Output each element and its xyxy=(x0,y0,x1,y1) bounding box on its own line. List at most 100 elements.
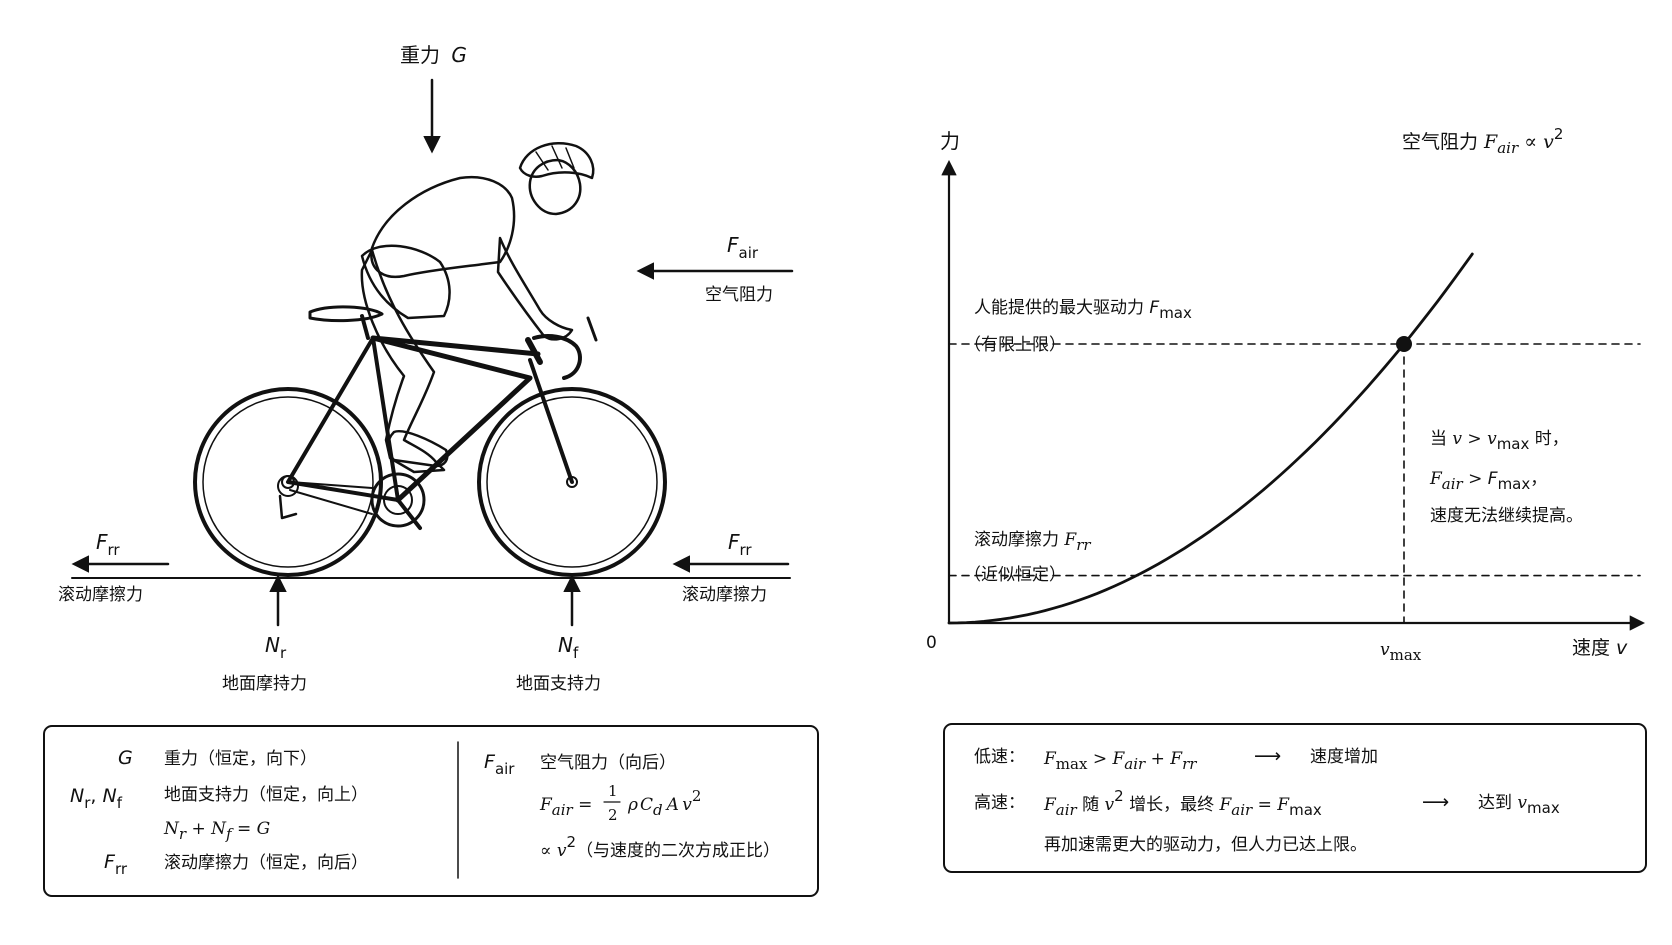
x-axis-label-text: 速度 xyxy=(1572,637,1616,659)
high-speed-arrow-icon: ⟶ xyxy=(1422,791,1449,813)
note1-vm-sub: max xyxy=(1497,435,1530,453)
annotation-line-2: Fair > Fmax， xyxy=(1429,469,1547,493)
formula-f-sub: air xyxy=(552,801,574,819)
note1-v: v xyxy=(1452,429,1462,449)
curve-label-prop: ∝ v xyxy=(1518,131,1554,153)
fork xyxy=(528,358,574,484)
normal-front-main: N xyxy=(558,633,573,657)
normal-rear-label: 地面摩持力 xyxy=(222,674,307,694)
high-a: F xyxy=(1043,795,1057,815)
frr-label-sub: rr xyxy=(1076,536,1091,554)
low-gt: > xyxy=(1087,749,1112,769)
bicycle-illustration xyxy=(193,305,667,577)
high-v-exp: 2 xyxy=(1114,787,1124,805)
rolling-right-sub: rr xyxy=(740,541,753,559)
curve-label-sub: air xyxy=(1497,139,1519,157)
vmax-tick-label: vmax xyxy=(1380,640,1422,664)
normal-front-sub: f xyxy=(573,644,579,662)
annotation-line-3: 速度无法继续提高。 xyxy=(1430,506,1583,526)
fmax-label-text: 人能提供的最大驱动力 xyxy=(974,298,1149,318)
formula-rho: ρ xyxy=(627,795,638,815)
legend-fair-symbol: Fair xyxy=(484,751,515,778)
note1-b: 时， xyxy=(1529,429,1568,449)
n-eq-b: N xyxy=(210,819,227,839)
legend-left: G 重力（恒定，向下） Nr, Nf 地面支持力（恒定，向上） Nr + Nf … xyxy=(43,725,819,897)
legend-frr-sub: rr xyxy=(115,860,128,878)
rider-shoe xyxy=(386,429,449,468)
high-mid: 随 xyxy=(1077,795,1105,815)
rolling-left-main: F xyxy=(96,530,108,554)
chart-annotation: 当 v > vmax 时， Fair > Fmax， 速度无法继续提高。 xyxy=(1429,429,1583,526)
frr-label-text: 滚动摩擦力 xyxy=(974,530,1064,550)
normal-front-label: 地面支持力 xyxy=(516,674,601,694)
vmax-intersection-point xyxy=(1396,336,1412,352)
rider-arm xyxy=(496,236,574,341)
low-b: F xyxy=(1112,749,1126,769)
chainring-inner xyxy=(383,485,413,515)
legend-n-b-sub: f xyxy=(117,794,123,812)
note2-f-sub: air xyxy=(1442,475,1464,493)
air-force-symbol: Fair xyxy=(727,233,759,262)
low-c: F xyxy=(1169,749,1183,769)
curve-label-text: 空气阻力 xyxy=(1402,131,1484,153)
y-axis-label: 力 xyxy=(940,129,960,153)
legend-n-equation: Nr + Nf = G xyxy=(163,819,270,843)
curve-label-exp: 2 xyxy=(1554,125,1564,143)
n-eq-b-sub: f xyxy=(225,825,234,843)
air-force-label: 空气阻力 xyxy=(705,285,773,305)
rolling-left-symbol: Frr xyxy=(96,530,120,559)
low-speed-arrow-icon: ⟶ xyxy=(1254,745,1281,767)
helmet-vents xyxy=(535,145,575,171)
vmax-tick-sub: max xyxy=(1390,646,1422,664)
n-eq-eq: = xyxy=(232,819,257,839)
brake-lever xyxy=(586,316,598,342)
fmax-label-note: （有限上限） xyxy=(964,335,1066,355)
low-b-sub: air xyxy=(1124,755,1146,773)
head-tube xyxy=(525,337,543,365)
n-eq-c: G xyxy=(257,819,271,839)
note2-fm: F xyxy=(1488,469,1498,489)
normal-front-symbol: Nf xyxy=(558,633,579,662)
high-b: F xyxy=(1219,795,1233,815)
gravity-label-text: 重力 xyxy=(400,43,440,67)
legend-frr-main: F xyxy=(104,851,116,873)
high-speed-label: 高速： xyxy=(974,793,1025,813)
note2-f: F xyxy=(1429,469,1443,489)
high-result-v: v xyxy=(1517,793,1527,813)
fmax-label-sub: max xyxy=(1159,304,1192,322)
rolling-right-symbol: Frr xyxy=(728,530,752,559)
high-speed-note: 再加速需更大的驱动力，但人力已达上限。 xyxy=(1044,835,1367,855)
note1-gt: > xyxy=(1462,429,1487,449)
low-a-sub: max xyxy=(1056,755,1088,773)
formula-den: 2 xyxy=(608,806,618,824)
x-axis-label-sym: v xyxy=(1616,637,1628,659)
legend-n-sep: , xyxy=(90,785,102,807)
fmax-label-f: F xyxy=(1149,298,1159,318)
low-speed-label: 低速： xyxy=(974,747,1025,767)
low-c-sub: rr xyxy=(1182,755,1197,773)
derailleur xyxy=(278,494,298,520)
legend-fair-main: F xyxy=(484,751,496,773)
rear-rim xyxy=(202,396,374,568)
frr-label-f: F xyxy=(1063,530,1077,550)
note1-a: 当 xyxy=(1430,429,1452,449)
gravity-label: 重力 G xyxy=(400,43,467,67)
legend-g-desc: 重力（恒定，向下） xyxy=(164,749,317,769)
saddle xyxy=(308,305,384,323)
legend-frr-symbol: Frr xyxy=(104,851,128,878)
vmax-tick-v: v xyxy=(1380,640,1390,660)
front-rim xyxy=(486,396,658,568)
legend-n-a-sub: r xyxy=(84,794,91,812)
rolling-left-label: 滚动摩擦力 xyxy=(58,585,143,605)
high-speed-expression: Fair 随 v2 增长，最终 Fair = Fmax xyxy=(1043,787,1322,819)
force-diagram: 重力 G Fair 空气阻力 Frr 滚动摩擦力 Frr xyxy=(58,43,794,694)
rolling-right-main: F xyxy=(728,530,740,554)
curve-label-f: F xyxy=(1483,131,1498,153)
air-resistance-curve xyxy=(947,252,1474,625)
legend-proportional: ∝ v2（与速度的二次方成正比） xyxy=(540,833,780,861)
air-symbol-main: F xyxy=(727,233,739,257)
formula-f: F xyxy=(539,795,553,815)
main-frame xyxy=(370,335,533,503)
